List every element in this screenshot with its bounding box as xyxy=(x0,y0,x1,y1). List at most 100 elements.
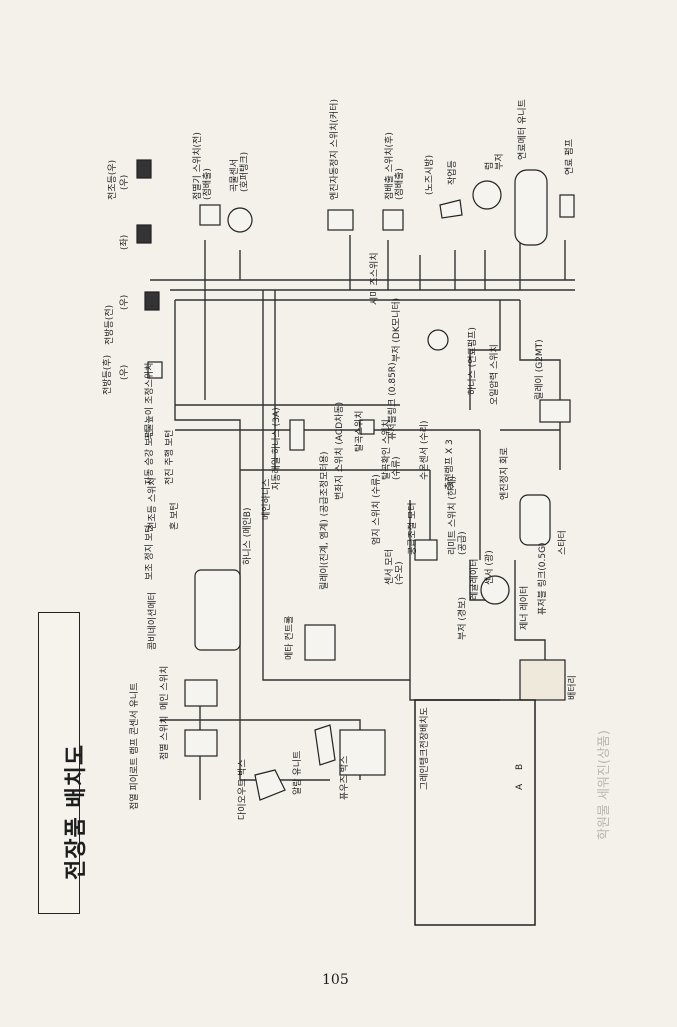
combination-meter-icon xyxy=(194,569,241,651)
label-fuel-meter-unit: 연료메터 유니트 xyxy=(518,99,528,160)
generator-icon xyxy=(480,575,510,605)
label-front-turn-signal: 전방등(전) xyxy=(105,304,115,345)
label-oil-pressure-switch: 오일압력 스위치 xyxy=(490,344,500,405)
page-title: 전장품 배치도 xyxy=(64,743,89,880)
label-rear-l: (우) xyxy=(120,364,130,380)
harvest-switch-icon xyxy=(359,419,375,435)
label-flasher-unit: 알람 유니트 xyxy=(293,750,303,795)
label-grain-height-switch: 곡물높이 조정스위치 xyxy=(145,362,155,440)
meter-control-icon xyxy=(304,624,336,661)
bulb-sensor-icon xyxy=(227,207,253,233)
rear-signal-icon xyxy=(147,361,163,379)
vertical-mid-trunk xyxy=(262,290,276,480)
label-grain-b: B xyxy=(515,763,525,770)
label-horn: (노즈시방) xyxy=(425,154,435,195)
label-bulb-sensor: 곡물센서(호퍼탱크) xyxy=(230,151,251,192)
fuel-meter-unit-icon xyxy=(514,169,548,246)
label-regulator: 레귤레이터 xyxy=(470,558,480,600)
fuel-trunk xyxy=(469,300,501,410)
buzzer-dk-icon xyxy=(427,329,449,351)
label-auxiliary-switch: 보조 정지 보턴 xyxy=(145,524,155,580)
label-horn-front: 부저 (경보) xyxy=(458,596,468,640)
winker-switch-r-icon xyxy=(382,209,404,231)
label-diode-box: 다이오우트 박스 xyxy=(238,759,248,820)
label-buzzer-dk: 부저 (DK모니터) xyxy=(392,297,402,362)
label-reaping-switch: 탈곡확인 스위치(수류) xyxy=(382,419,403,480)
label-auto-handle: 자동레일 하니스 (3A) xyxy=(272,407,282,490)
label-sensor-motor: 센서 모터(수모) xyxy=(385,549,406,585)
label-auto-cut: 전진 주행 보턴 xyxy=(165,429,175,485)
label-winker-switch-r: 점배출 스위치(후)(점배출) xyxy=(385,132,406,200)
label-main-switch: 메인 스위치 xyxy=(160,665,170,710)
label-turn-signal-right-side: (우) xyxy=(120,294,130,310)
label-light-sensor: 센서 (광) xyxy=(485,550,495,585)
harness-lines xyxy=(150,230,575,800)
label-supply-motor: 공급조절 모터 xyxy=(408,502,418,555)
label-fuse-box: 퓨우즈 박스 xyxy=(340,755,350,800)
label-battery: 배터리 xyxy=(568,675,578,700)
cross-trunk xyxy=(175,404,480,471)
battery-icon xyxy=(519,659,566,701)
label-turn-signal-r: (우) xyxy=(120,174,130,190)
label-relay-box: 릴레이(진계, 엠계) (공급조정모터용) xyxy=(320,451,330,590)
label-water-temp: 수온센서 (수리) xyxy=(420,420,430,480)
label-headlamp-r: 전조등(우) xyxy=(108,159,118,200)
label-fuel-pump: 연료 펌프 xyxy=(565,139,575,175)
fuel-pump-icon xyxy=(559,194,575,218)
label-generator: 제너 레이터 xyxy=(520,585,530,630)
label-starter-switch: 전조등 스위치 xyxy=(148,477,158,530)
label-horn-button: 혼 보턴 xyxy=(170,502,180,530)
grain-link xyxy=(409,680,500,701)
label-harness-fuel: 하니스 (연료펌프) xyxy=(468,327,478,395)
relay-g2mt-icon xyxy=(539,399,571,423)
label-horn-switch: 시미 즈스위치 xyxy=(370,252,380,305)
label-buzzer-switch: 번좌지 스위치 (ACD차동) xyxy=(335,401,345,500)
supply-motor-icon xyxy=(414,539,438,561)
headlamp-l-icon xyxy=(136,224,152,244)
main-switch-icon xyxy=(184,679,218,707)
label-winker-switch-l: 점멸기 스위치(전)(점배출) xyxy=(193,132,214,200)
page-number: 105 xyxy=(322,972,349,988)
label-combination-meter: 콤비네이션메터 xyxy=(148,592,158,650)
label-light-switch: 점멸 스위치 xyxy=(160,715,170,760)
work-light-icon xyxy=(472,180,502,210)
label-harvest-switch: 탈곡스위치 xyxy=(355,410,365,452)
headlamp-r-icon xyxy=(136,159,152,179)
vertical-left-trunk xyxy=(174,300,241,600)
components xyxy=(136,159,575,926)
label-starter: 스타터 xyxy=(558,530,568,555)
light-switch-icon xyxy=(184,729,218,757)
title-box xyxy=(38,612,80,914)
label-main-harness: 메인하니스 xyxy=(262,478,272,520)
grain-tank-diagram-frame xyxy=(414,699,536,926)
label-turn-signal-l: (좌) xyxy=(120,234,130,250)
label-harness-main: 하니스 (메인B) xyxy=(243,507,253,565)
horn-icon xyxy=(439,199,463,219)
label-relay-g2mt: 릴레이 (G2MT) xyxy=(535,339,545,400)
front-signal-r-icon xyxy=(144,291,160,311)
label-thumb-switch: 엄지 스위치 (수류) xyxy=(372,474,382,545)
label-limit-switch: 리미트 스위치 (한계)(공급) xyxy=(448,476,469,555)
diode-box-icon xyxy=(254,769,286,801)
label-work-light: 작업등 xyxy=(448,160,458,185)
engine-stop-switch-icon xyxy=(327,209,354,231)
flasher-unit-icon xyxy=(314,724,336,766)
fuse-box-icon xyxy=(339,729,386,776)
label-grain-diagram: 그레인탱크전장배치도 xyxy=(420,707,430,790)
label-meter-control: 메타 컨트롤 xyxy=(285,615,295,660)
label-rear-turn-signal: 전방등(후) xyxy=(103,354,113,395)
right-trunk xyxy=(429,300,561,560)
label-fuse-box-spec: 퓨저블 링크(0.5G) xyxy=(538,542,548,615)
starter-icon xyxy=(519,494,551,546)
label-thermo: 엔진정지 회로 xyxy=(500,447,510,500)
label-combination-unit: 접열 피이로트 램프 콘센서 유니트 xyxy=(130,682,140,810)
watermark: 학원물 세워진(상품) xyxy=(597,730,612,840)
winker-switch-l-icon xyxy=(199,204,221,226)
label-grain-a: A xyxy=(515,783,525,790)
label-engine-stop-switch: 엔진자동정지 스위치(커터) xyxy=(330,99,340,200)
auto-handle-icon xyxy=(289,419,305,451)
upper-branch xyxy=(204,230,566,300)
